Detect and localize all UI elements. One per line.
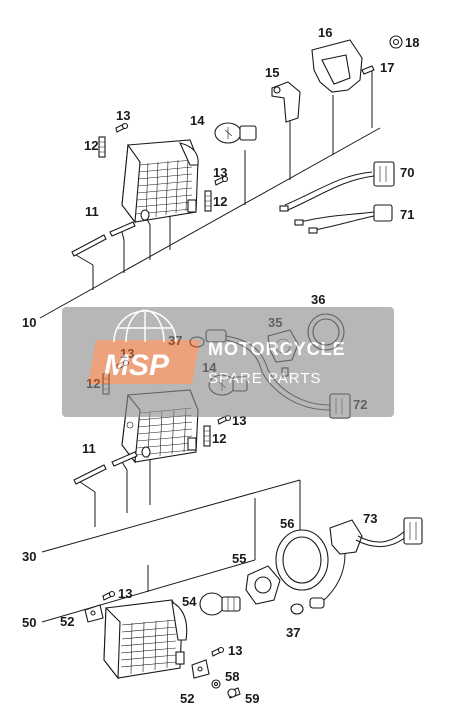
label-30: 30 xyxy=(22,549,36,564)
label-70: 70 xyxy=(400,165,414,180)
label-11b: 11 xyxy=(82,441,96,456)
label-54: 54 xyxy=(182,594,197,609)
label-18: 18 xyxy=(405,35,419,50)
screw-17 xyxy=(361,65,375,75)
label-16: 16 xyxy=(318,25,332,40)
cable-71 xyxy=(294,204,393,234)
label-71: 71 xyxy=(400,207,414,222)
label-52b: 52 xyxy=(180,691,194,706)
mount-bracket-52b xyxy=(191,659,210,679)
clip-12d xyxy=(203,425,211,447)
cover-16 xyxy=(311,39,363,93)
bulb-37b xyxy=(290,603,304,615)
watermark-logo-badge xyxy=(88,340,200,384)
retaining-ring-55 xyxy=(245,565,281,605)
label-13a: 13 xyxy=(116,108,130,123)
bracket-15 xyxy=(271,81,301,123)
headlight-housing-10 xyxy=(121,139,199,224)
screw-13d xyxy=(217,414,232,425)
label-10: 10 xyxy=(22,315,36,330)
label-12b: 12 xyxy=(213,194,227,209)
assembly-group-50: 50 52 13 54 55 56 73 37 13 58 52 59 xyxy=(22,480,423,706)
mount-bracket-52a xyxy=(84,604,104,623)
watermark-subtitle: SPARE PARTS xyxy=(208,370,322,387)
label-12a: 12 xyxy=(84,138,98,153)
label-36: 36 xyxy=(311,292,325,307)
label-11a: 11 xyxy=(85,204,99,219)
label-13f: 13 xyxy=(228,643,242,658)
label-52a: 52 xyxy=(60,614,74,629)
label-14a: 14 xyxy=(190,113,205,128)
label-15: 15 xyxy=(265,65,279,80)
cable-70 xyxy=(279,161,395,212)
bulb-14a xyxy=(214,122,257,144)
rim-56 xyxy=(275,529,329,591)
assembly-group-10: 10 11 12 13 14 15 16 17 18 70 71 13 12 xyxy=(22,25,419,330)
label-73: 73 xyxy=(363,511,377,526)
watermark-globe-icon xyxy=(113,309,177,343)
screw-13a xyxy=(115,122,129,133)
screw-13e xyxy=(102,590,116,601)
label-13e: 13 xyxy=(118,586,132,601)
clip-12b xyxy=(204,190,212,212)
label-50: 50 xyxy=(22,615,36,630)
clip-12a xyxy=(98,136,106,158)
label-12d: 12 xyxy=(212,431,226,446)
label-13b: 13 xyxy=(213,165,227,180)
screw-13b xyxy=(214,175,229,186)
watermark-logo-text: MSP xyxy=(104,349,170,382)
label-58: 58 xyxy=(225,669,239,684)
adjusting-screws-11b xyxy=(73,446,151,493)
cable-73 xyxy=(309,517,423,609)
bulb-54 xyxy=(199,592,241,616)
headlight-housing-50 xyxy=(103,599,188,680)
watermark: MSP MOTORCYCLE SPARE PARTS xyxy=(62,307,394,417)
adjusting-screws-11a xyxy=(71,209,151,266)
nut-18 xyxy=(389,35,403,49)
screw-13f xyxy=(211,646,225,657)
label-17: 17 xyxy=(380,60,394,75)
label-56: 56 xyxy=(280,516,294,531)
screw-59 xyxy=(227,687,241,699)
watermark-title: MOTORCYCLE xyxy=(208,339,346,359)
label-55: 55 xyxy=(232,551,246,566)
label-59: 59 xyxy=(245,691,259,706)
label-37b: 37 xyxy=(286,625,300,640)
washer-58 xyxy=(211,679,221,689)
